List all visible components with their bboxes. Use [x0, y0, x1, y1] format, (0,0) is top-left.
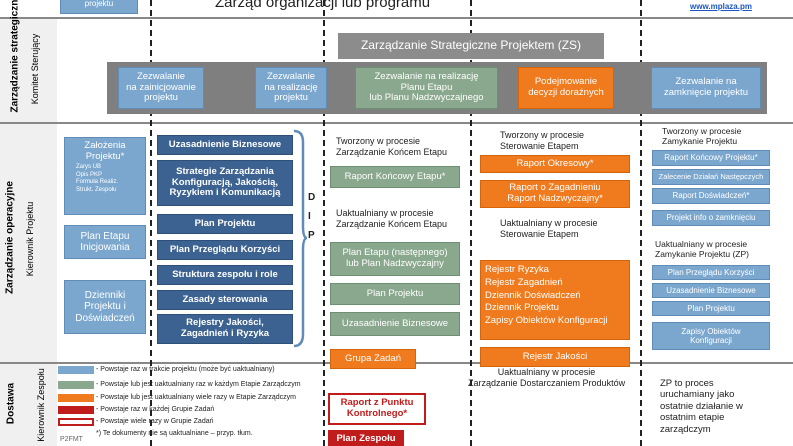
- row-title-operational: Zarządzanie operacyjne: [4, 181, 16, 294]
- row-subtitle-strategic: Komitet Sterujący: [30, 33, 40, 105]
- box-zezwalanie-realizacje: Zezwalanie na realizację projektu: [255, 67, 327, 109]
- box-raport-koncowy-projektu: Raport Końcowy Projektu*: [652, 150, 770, 166]
- box-uzasadnienie-biznesowe: Uzasadnienie Biznesowe: [330, 312, 460, 336]
- box-raport-doswiadczen: Raport Doświadczeń*: [652, 188, 770, 204]
- row-subtitle-delivery: Kierownik Zespołu: [36, 368, 46, 442]
- dip-rejestry: Rejestry Jakości, Zagadnień i Ryzyka: [157, 314, 293, 344]
- legend-item: - Powstaje raz w każdej Grupie Zadań: [96, 406, 215, 413]
- dip-label: D I P: [308, 192, 316, 241]
- box-raport-o-zagadnieniu: Raport o Zagadnieniu Raport Nadzwyczajny…: [480, 180, 630, 208]
- box-zalozenia-projektu: Założenia Projektu* Zarys UB Opis PKP Fo…: [64, 137, 146, 215]
- legend-item: - Powstaje wiele razy w Grupie Zadań: [96, 418, 214, 425]
- col5-updated-text: Uaktualniany w procesie Zamykanie Projek…: [655, 239, 749, 260]
- side-band-strategic: [0, 19, 57, 122]
- col4-dostarczanie-text: Uaktualniany w procesie Zarządzanie Dost…: [468, 367, 626, 388]
- register-item: Zapisy Obiektów Konfiguracji: [485, 315, 608, 327]
- box-plan-etapu-nastepnego: Plan Etapu (następnego) lub Plan Nadzwyc…: [330, 242, 460, 276]
- register-item: Dziennik Doświadczeń: [485, 289, 581, 301]
- dip-uzasadnienie-biznesowe: Uzasadnienie Biznesowe: [157, 135, 293, 155]
- legend-swatch-green: [58, 381, 94, 389]
- divider-3: [470, 0, 472, 446]
- divider-2: [323, 0, 325, 446]
- zalozenia-title: Założenia Projektu*: [84, 140, 126, 162]
- legend-item: - Powstaje raz w trakcie projektu (może …: [96, 366, 275, 373]
- zalozenia-item: Zarys UB: [76, 163, 102, 170]
- zalozenia-item: Formuła Realiz.: [76, 179, 119, 186]
- box-raport-z-punktu-kontrolnego: Raport z Punktu Kontrolnego*: [328, 393, 426, 425]
- dip-plan-przegladu-korzysci: Plan Przeglądu Korzyści: [157, 240, 293, 260]
- legend-item: - Powstaje lub jest uaktualniany raz w k…: [96, 381, 301, 388]
- legend-note: *) Te dokumenty nie są uaktualniane – pr…: [96, 430, 253, 437]
- zalozenia-item: Opis PKP: [76, 171, 103, 178]
- legend-swatch-blue: [58, 366, 94, 374]
- zs-bar: Zarządzanie Strategiczne Projektem (ZS): [338, 33, 604, 59]
- divider-1: [150, 0, 152, 446]
- dip-struktura-zespolu: Struktura zespołu i role: [157, 265, 293, 285]
- row-title-delivery: Dostawa: [5, 382, 17, 425]
- divider-4: [640, 0, 642, 446]
- box-plan-przegladu-korzysci-zp: Plan Przeglądu Korzyści: [652, 265, 770, 280]
- legend-code: P2FMT: [60, 436, 83, 443]
- box-dzienniki: Dzienniki Projektu i Doświadczeń: [64, 280, 146, 334]
- side-band-delivery: [0, 364, 57, 446]
- box-zezwalanie-zamkniecie: Zezwalanie na zamknięcie projektu: [651, 67, 761, 109]
- box-rejestr-jakosci: Rejestr Jakości: [480, 347, 630, 367]
- page-title: Zarząd organizacji lub programu: [215, 0, 431, 11]
- col4-created-text: Tworzony w procesie Sterowanie Etapem: [500, 130, 585, 151]
- col4-updated-text: Uaktualniany w procesie Sterowanie Etape…: [500, 218, 598, 239]
- legend-swatch-red-outline: [58, 418, 94, 426]
- row-subtitle-operational: Kierownik Projektu: [25, 201, 35, 277]
- box-zalecenie-dzialan: Zalecenie Działań Następczych: [652, 169, 770, 185]
- box-rejestry-sterowanie: Rejestr Ryzyka Rejestr Zagadnień Dzienni…: [480, 260, 630, 340]
- box-projekt-info-zamknieciu: Projekt info o zamknięciu: [652, 210, 770, 226]
- register-item: Dziennik Projektu: [485, 302, 559, 314]
- box-uzasadnienie-biznesowe-zp: Uzasadnienie Biznesowe: [652, 283, 770, 298]
- register-item: Rejestr Ryzyka: [485, 264, 549, 275]
- legend-swatch-orange: [58, 394, 94, 402]
- box-zezwalanie-zainicjowanie: Zezwalanie na zainicjowanie projektu: [118, 67, 204, 109]
- register-item: Rejestr Zagadnień: [485, 276, 563, 288]
- dip-bracket: [294, 129, 308, 348]
- row-separator-middle: [0, 122, 793, 124]
- zalozenia-item: Strukt. Zespołu: [76, 187, 117, 194]
- col5-created-text: Tworzony w procesie Zamykanie Projektu: [662, 126, 742, 147]
- col3-created-text: Tworzony w procesie Zarządzanie Końcem E…: [336, 136, 448, 157]
- box-grupa-zadan: Grupa Zadań: [330, 349, 416, 369]
- box-raport-koncowy-etapu: Raport Końcowy Etapu*: [330, 166, 460, 188]
- legend-item: - Powstaje lub jest uaktualniany wiele r…: [96, 394, 296, 401]
- box-plan-etapu-inicjowania: Plan Etapu Inicjowania: [64, 225, 146, 259]
- box-plan-projektu: Plan Projektu: [330, 283, 460, 305]
- url-link[interactable]: www.mplaza.pm: [690, 2, 752, 11]
- box-plan-zespolu: Plan Zespołu: [328, 430, 404, 446]
- top-left-box: projektu: [60, 0, 138, 14]
- col3-updated-text: Uaktualniany w procesie Zarządzanie Końc…: [336, 208, 448, 229]
- side-band-operational: [0, 124, 57, 362]
- dip-strategie-zarzadzania: Strategie Zarządzania Konfiguracją, Jako…: [157, 160, 293, 206]
- box-decyzje-dorazne: Podejmowanie decyzji doraźnych: [518, 67, 614, 109]
- zp-note: ZP to proces uruchamiany jako ostatnie d…: [660, 378, 743, 435]
- legend-swatch-red: [58, 406, 94, 414]
- box-raport-okresowy: Raport Okresowy*: [480, 155, 630, 173]
- row-separator-top: [0, 17, 793, 19]
- row-title-strategic: Zarządzanie strategiczne: [9, 0, 21, 113]
- box-zapisy-obiektow-zp: Zapisy Obiektów Konfiguracji: [652, 322, 770, 350]
- dip-plan-projektu: Plan Projektu: [157, 214, 293, 234]
- box-zezwalanie-plan-etapu: Zezwalanie na realizację Planu Etapu lub…: [355, 67, 498, 109]
- dip-zasady-sterowania: Zasady sterowania: [157, 290, 293, 310]
- box-plan-projektu-zp: Plan Projektu: [652, 301, 770, 316]
